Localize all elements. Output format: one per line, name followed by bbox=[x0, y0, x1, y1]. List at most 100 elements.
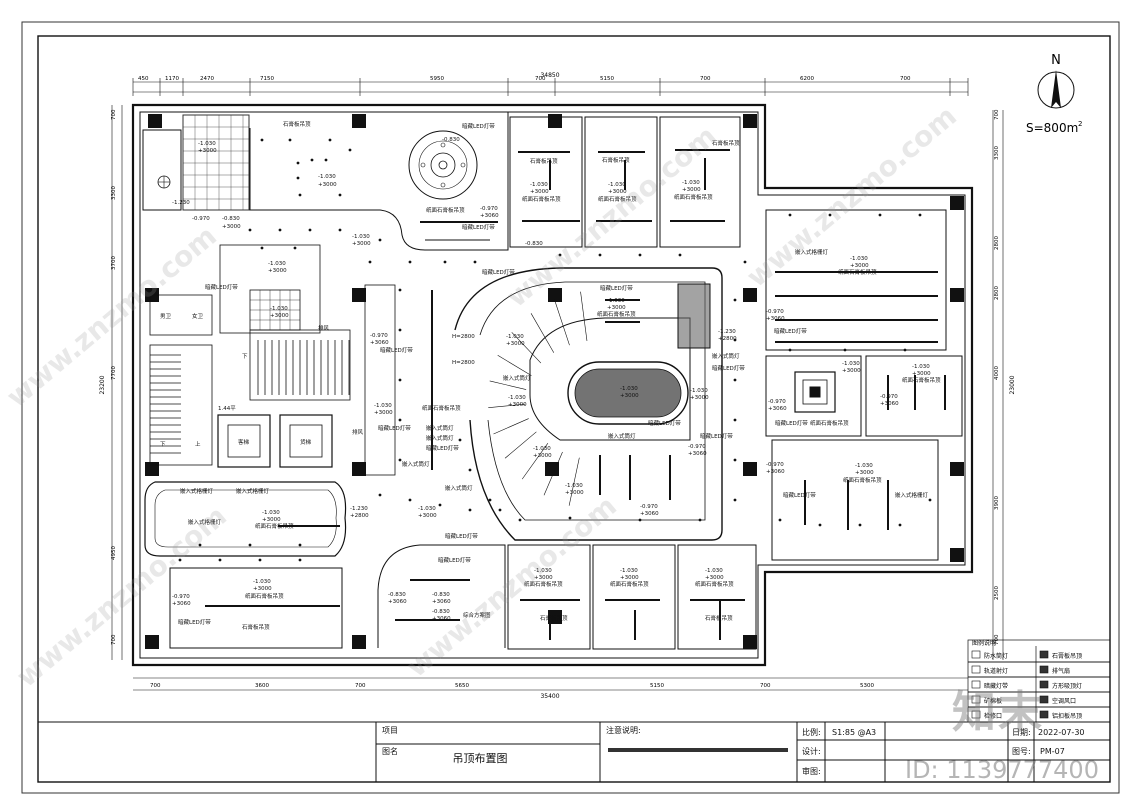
legend-item: 检修口 bbox=[984, 712, 1002, 720]
top-dim: 700 bbox=[535, 76, 546, 82]
legend-item: 空调风口 bbox=[1052, 697, 1076, 705]
svg-text:-1.030: -1.030 bbox=[534, 568, 552, 574]
downlight bbox=[598, 253, 602, 257]
downlight bbox=[298, 543, 302, 547]
svg-text:+2800: +2800 bbox=[718, 336, 737, 342]
svg-text:暗藏LED灯带: 暗藏LED灯带 bbox=[648, 419, 681, 427]
downlight bbox=[328, 138, 332, 142]
svg-text:石膏板吊顶: 石膏板吊顶 bbox=[242, 623, 270, 631]
svg-text:-1.030: -1.030 bbox=[855, 463, 873, 469]
downlight bbox=[638, 253, 642, 257]
svg-text:嵌入式筒灯: 嵌入式筒灯 bbox=[712, 352, 740, 360]
downlight bbox=[818, 523, 822, 527]
svg-text:纸面石膏板吊顶: 纸面石膏板吊顶 bbox=[843, 476, 882, 484]
svg-text:女卫: 女卫 bbox=[192, 312, 204, 320]
svg-text:+3060: +3060 bbox=[432, 599, 451, 605]
svg-text:-1.030: -1.030 bbox=[253, 579, 271, 585]
downlight bbox=[296, 161, 300, 165]
right-dim: 2800 bbox=[994, 286, 1000, 300]
svg-text:+3000: +3000 bbox=[565, 490, 584, 496]
svg-text:-1.030: -1.030 bbox=[198, 141, 216, 147]
right-dim: 700 bbox=[994, 109, 1000, 120]
downlight bbox=[733, 418, 737, 422]
svg-text:暗藏LED灯带: 暗藏LED灯带 bbox=[380, 346, 413, 354]
svg-text:-1.030: -1.030 bbox=[620, 568, 638, 574]
downlight bbox=[308, 228, 312, 232]
svg-text:-0.970: -0.970 bbox=[370, 333, 388, 339]
svg-text:-1.030: -1.030 bbox=[270, 306, 288, 312]
left-dim: 3700 bbox=[111, 256, 117, 270]
svg-text:1.44平: 1.44平 bbox=[218, 405, 236, 412]
svg-text:+3000: +3000 bbox=[198, 148, 217, 154]
legend-symbol bbox=[1039, 665, 1049, 674]
design-label: 设计: bbox=[802, 746, 821, 756]
svg-text:+3000: +3000 bbox=[534, 575, 553, 581]
svg-text:纸面石膏板吊顶: 纸面石膏板吊顶 bbox=[810, 419, 849, 427]
downlight bbox=[878, 213, 882, 217]
downlight bbox=[438, 503, 442, 507]
downlight bbox=[298, 193, 302, 197]
svg-text:-1.030: -1.030 bbox=[352, 234, 370, 240]
svg-text:-0.970: -0.970 bbox=[880, 394, 898, 400]
downlight bbox=[788, 213, 792, 217]
bottom-dim: 3600 bbox=[255, 683, 269, 689]
svg-text:+3060: +3060 bbox=[768, 406, 787, 412]
bottom-dim: 5150 bbox=[650, 683, 664, 689]
downlight bbox=[398, 418, 402, 422]
svg-text:嵌入式格栅灯: 嵌入式格栅灯 bbox=[188, 518, 222, 526]
svg-text:+3060: +3060 bbox=[880, 401, 899, 407]
svg-text:纸面石膏板吊顶: 纸面石膏板吊顶 bbox=[426, 206, 465, 214]
tiled-ceiling-room bbox=[182, 114, 250, 211]
svg-text:+3000: +3000 bbox=[842, 368, 861, 374]
svg-text:暗藏LED灯带: 暗藏LED灯带 bbox=[426, 444, 459, 452]
legend-symbol bbox=[971, 710, 981, 719]
svg-text:暗藏LED灯带: 暗藏LED灯带 bbox=[482, 268, 515, 276]
svg-text:综合方案图: 综合方案图 bbox=[463, 611, 491, 619]
left-dim: 7700 bbox=[111, 366, 117, 380]
top-dim: 450 bbox=[138, 76, 149, 82]
svg-text:-1.030: -1.030 bbox=[374, 403, 392, 409]
svg-text:-1.030: -1.030 bbox=[607, 298, 625, 304]
svg-text:-1.030: -1.030 bbox=[565, 483, 583, 489]
project-label: 项目 bbox=[382, 726, 398, 735]
svg-text:-1.030: -1.030 bbox=[530, 182, 548, 188]
svg-text:-0.830: -0.830 bbox=[432, 592, 450, 598]
svg-text:H=2800: H=2800 bbox=[452, 360, 475, 366]
top-rooms bbox=[169, 112, 963, 650]
downlight bbox=[733, 498, 737, 502]
svg-text:+3000: +3000 bbox=[318, 182, 337, 188]
legend-table bbox=[967, 639, 1111, 723]
svg-text:+3000: +3000 bbox=[352, 241, 371, 247]
left-dim: 3300 bbox=[111, 186, 117, 200]
svg-text:-0.830: -0.830 bbox=[388, 592, 406, 598]
downlight bbox=[843, 348, 847, 352]
downlight bbox=[260, 138, 264, 142]
downlight bbox=[733, 458, 737, 462]
downlight bbox=[743, 260, 747, 264]
svg-text:-0.970: -0.970 bbox=[172, 594, 190, 600]
number-value: PM-07 bbox=[1040, 747, 1065, 756]
svg-text:男卫: 男卫 bbox=[160, 313, 172, 320]
downlight bbox=[788, 348, 792, 352]
right-dim: 3900 bbox=[994, 496, 1000, 510]
title-block bbox=[37, 721, 1111, 783]
svg-text:+3060: +3060 bbox=[766, 469, 785, 475]
svg-text:+3000: +3000 bbox=[682, 187, 701, 193]
svg-text:+3060: +3060 bbox=[688, 451, 707, 457]
svg-text:-1.030: -1.030 bbox=[850, 256, 868, 262]
right-total-dim: 23000 bbox=[1009, 375, 1016, 394]
downlight bbox=[378, 493, 382, 497]
svg-text:-0.970: -0.970 bbox=[768, 399, 786, 405]
top-dim: 700 bbox=[700, 76, 711, 82]
svg-text:纸面石膏板吊顶: 纸面石膏板吊顶 bbox=[838, 268, 877, 276]
downlight bbox=[288, 138, 292, 142]
legend-item: 铝扣板吊顶 bbox=[1052, 712, 1082, 720]
svg-text:-0.970: -0.970 bbox=[766, 462, 784, 468]
svg-text:暗藏LED灯带: 暗藏LED灯带 bbox=[774, 327, 807, 335]
left-shaft bbox=[142, 129, 182, 211]
downlight bbox=[408, 260, 412, 264]
svg-text:-1.230: -1.230 bbox=[718, 329, 736, 335]
svg-text:+3060: +3060 bbox=[370, 340, 389, 346]
downlight bbox=[778, 518, 782, 522]
right-dim: 4000 bbox=[994, 366, 1000, 380]
